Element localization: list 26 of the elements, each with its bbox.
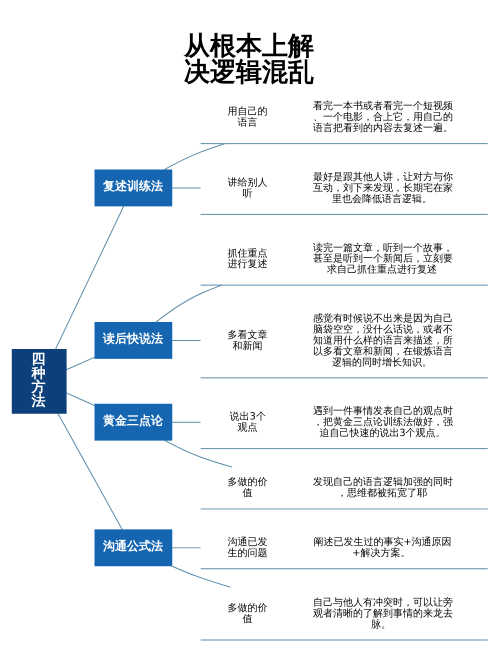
- connector: [172, 547, 202, 548]
- node-text: 沟通已发生的问题 阐述已发生过的事实+沟通原因+解决方案。: [228, 536, 452, 559]
- node-text: 讲给别人听 最好是跟其他人讲，让对方与你互动，刘下来发现，长期宅在家里也会降低语言逻辑。: [228, 172, 453, 205]
- connector: [172, 340, 202, 341]
- node-box: 黄金三点论: [94, 404, 172, 441]
- connector: [66, 356, 96, 370]
- node-text: 多做的价值 发现自己的语言逻辑加强的同时，思维都被拓宽了耶: [228, 477, 453, 499]
- connector: [163, 143, 226, 170]
- node-text: 多做的价值 自己与他人有冲突时，可以让旁观者清晰的了解到事情的来龙去脉。: [228, 598, 453, 631]
- connector: [172, 422, 202, 423]
- node-text: 多看文章和新闻 感觉有时候说不出来是因为自己脑袋空空，没什么话说，或者不知道用什么样的语言来描述，所以多看文章和新闻，在锻炼语言逻辑的同时增长知识。: [228, 314, 453, 368]
- diagram-title: 从根本上解决逻辑混乱: [184, 32, 314, 88]
- connector: [155, 284, 222, 323]
- node-box: 读后快说法: [94, 322, 172, 359]
- node-text: 用自己的语言 看完一本书或者看完一个短视频、一个电影，合上它，用自己的语言把看到的内容去复述一遍。: [228, 101, 453, 134]
- connector: [57, 412, 123, 530]
- node-box: 沟通公式法: [94, 529, 172, 566]
- node-text: 抓住重点进行复述 读完一篇文章，听到一个故事，甚至是听到一个新闻后，立刻要求自己抓住重点进行复述: [228, 242, 453, 276]
- node-box: 复述训练法: [94, 170, 172, 206]
- node-box: 四种方法: [12, 348, 67, 414]
- connector: [172, 187, 202, 188]
- connector: [170, 565, 231, 588]
- connector: [66, 392, 96, 406]
- node-text: 说出3个观点 遇到一件事情发表自己的观点时，把黄金三点论训练法做好，强迫自己快速的说出3个观点。: [230, 406, 453, 440]
- connector: [164, 440, 233, 468]
- connector: [54, 206, 124, 350]
